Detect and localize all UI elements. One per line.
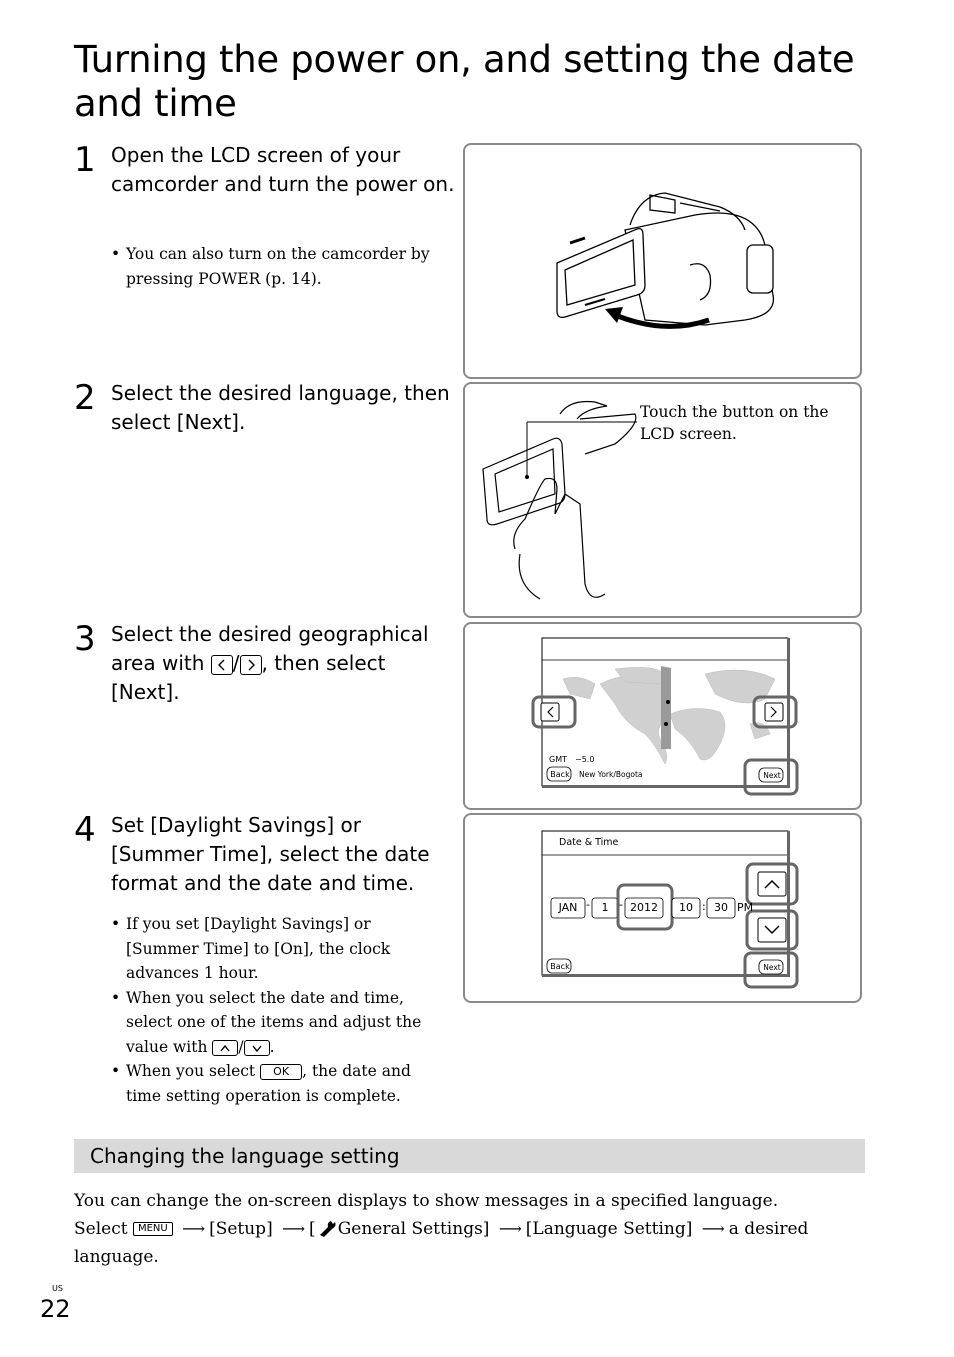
map-back-button[interactable]: Back xyxy=(550,770,570,779)
lcd-map-screen xyxy=(531,637,799,796)
step-4-note-a: When you select xyxy=(126,1062,261,1080)
step-3-text-a: Select the desired geographical area wit… xyxy=(111,622,429,675)
step-1-notes: You can also turn on the camcorder by pr… xyxy=(111,242,441,291)
date-time-header: Date & Time xyxy=(559,837,619,848)
step-3-number: 3 xyxy=(74,619,96,659)
general-settings-menu: General Settings] xyxy=(337,1219,490,1239)
separator: - xyxy=(619,898,623,911)
language-setting-menu: [Language Setting] xyxy=(525,1219,693,1239)
touch-hand-illustration xyxy=(482,400,637,600)
date-next-button[interactable]: Next xyxy=(763,963,781,972)
hour-field[interactable]: 10 xyxy=(679,901,693,914)
section-title: Changing the language setting xyxy=(90,1144,400,1168)
gmt-label: GMT xyxy=(549,755,567,764)
gmt-value: −5.0 xyxy=(575,755,595,764)
section-header: Changing the language setting xyxy=(74,1139,865,1173)
day-field[interactable]: 1 xyxy=(601,901,609,914)
minute-field[interactable]: 30 xyxy=(714,901,728,914)
separator: - xyxy=(586,898,590,911)
arrow-icon: ⟶ xyxy=(701,1219,725,1238)
step-4-notes: If you set [Daylight Savings] or [Summer… xyxy=(111,912,441,1108)
page-number: 22 xyxy=(40,1295,71,1323)
step-4-text: Set [Daylight Savings] or [Summer Time],… xyxy=(111,813,430,895)
area-name: New York/Bogota xyxy=(579,770,643,779)
step-1-note: You can also turn on the camcorder by pr… xyxy=(111,242,441,291)
illustration-date-time: Date & Time JAN - 1 - 2012 10 : 30 PM Ba… xyxy=(463,813,862,1003)
illustration-open-lcd xyxy=(463,143,862,379)
wrench-icon xyxy=(319,1221,336,1237)
step-3-text-b: , then select [Next]. xyxy=(111,651,386,704)
arrow-icon: ⟶ xyxy=(282,1219,306,1238)
page-title: Turning the power on, and setting the da… xyxy=(74,38,855,125)
step-4-note: If you set [Daylight Savings] or [Summer… xyxy=(111,912,441,986)
illustration-touch-screen: Touch the button on the LCD screen. xyxy=(463,382,862,618)
section-instructions: Select MENU ⟶[Setup] ⟶[General Settings]… xyxy=(74,1215,874,1271)
step-4-note: When you select OK, the date and time se… xyxy=(111,1059,441,1108)
step-4-note-text: When you select the date and time, selec… xyxy=(126,988,422,1056)
step-2-number: 2 xyxy=(74,378,96,418)
left-arrow-button-icon xyxy=(210,654,233,675)
ok-button-icon: OK xyxy=(260,1064,303,1080)
step-1-number: 1 xyxy=(74,140,96,180)
region-code: US xyxy=(52,1284,63,1293)
camcorder-illustration xyxy=(556,192,775,329)
step-3-text: Select the desired geographical area wit… xyxy=(111,620,441,707)
illustration-area-select: GMT −5.0 Back New York/Bogota Next xyxy=(463,622,862,810)
step-3-text-sep: / xyxy=(232,651,240,675)
right-arrow-button-icon xyxy=(239,654,262,675)
bracket: [ xyxy=(309,1219,316,1239)
ampm-field[interactable]: PM xyxy=(737,901,754,914)
step-4-number: 4 xyxy=(74,810,96,850)
step-4-note-b: , the date and time setting operation is… xyxy=(126,1062,411,1105)
step-4-note: When you select the date and time, selec… xyxy=(111,986,441,1060)
up-button-icon xyxy=(212,1039,239,1056)
year-field[interactable]: 2012 xyxy=(630,901,658,914)
step-2-text: Select the desired language, then select… xyxy=(111,381,450,434)
month-field[interactable]: JAN xyxy=(558,901,578,914)
map-next-button[interactable]: Next xyxy=(763,771,781,780)
arrow-icon: ⟶ xyxy=(498,1219,522,1238)
section-body: You can change the on-screen displays to… xyxy=(74,1191,779,1211)
menu-button-icon: MENU xyxy=(132,1222,173,1236)
date-back-button[interactable]: Back xyxy=(550,962,570,971)
desired-language: a desired language. xyxy=(74,1219,809,1267)
lcd-date-screen xyxy=(541,830,799,989)
step-1-text: Open the LCD screen of your camcorder an… xyxy=(111,143,455,196)
down-button-icon xyxy=(243,1039,270,1056)
select-word: Select xyxy=(74,1219,128,1239)
touch-callout: Touch the button on the LCD screen. xyxy=(640,403,829,443)
setup-menu: [Setup] xyxy=(209,1219,273,1239)
time-separator: : xyxy=(702,900,706,913)
arrow-icon: ⟶ xyxy=(182,1219,206,1238)
